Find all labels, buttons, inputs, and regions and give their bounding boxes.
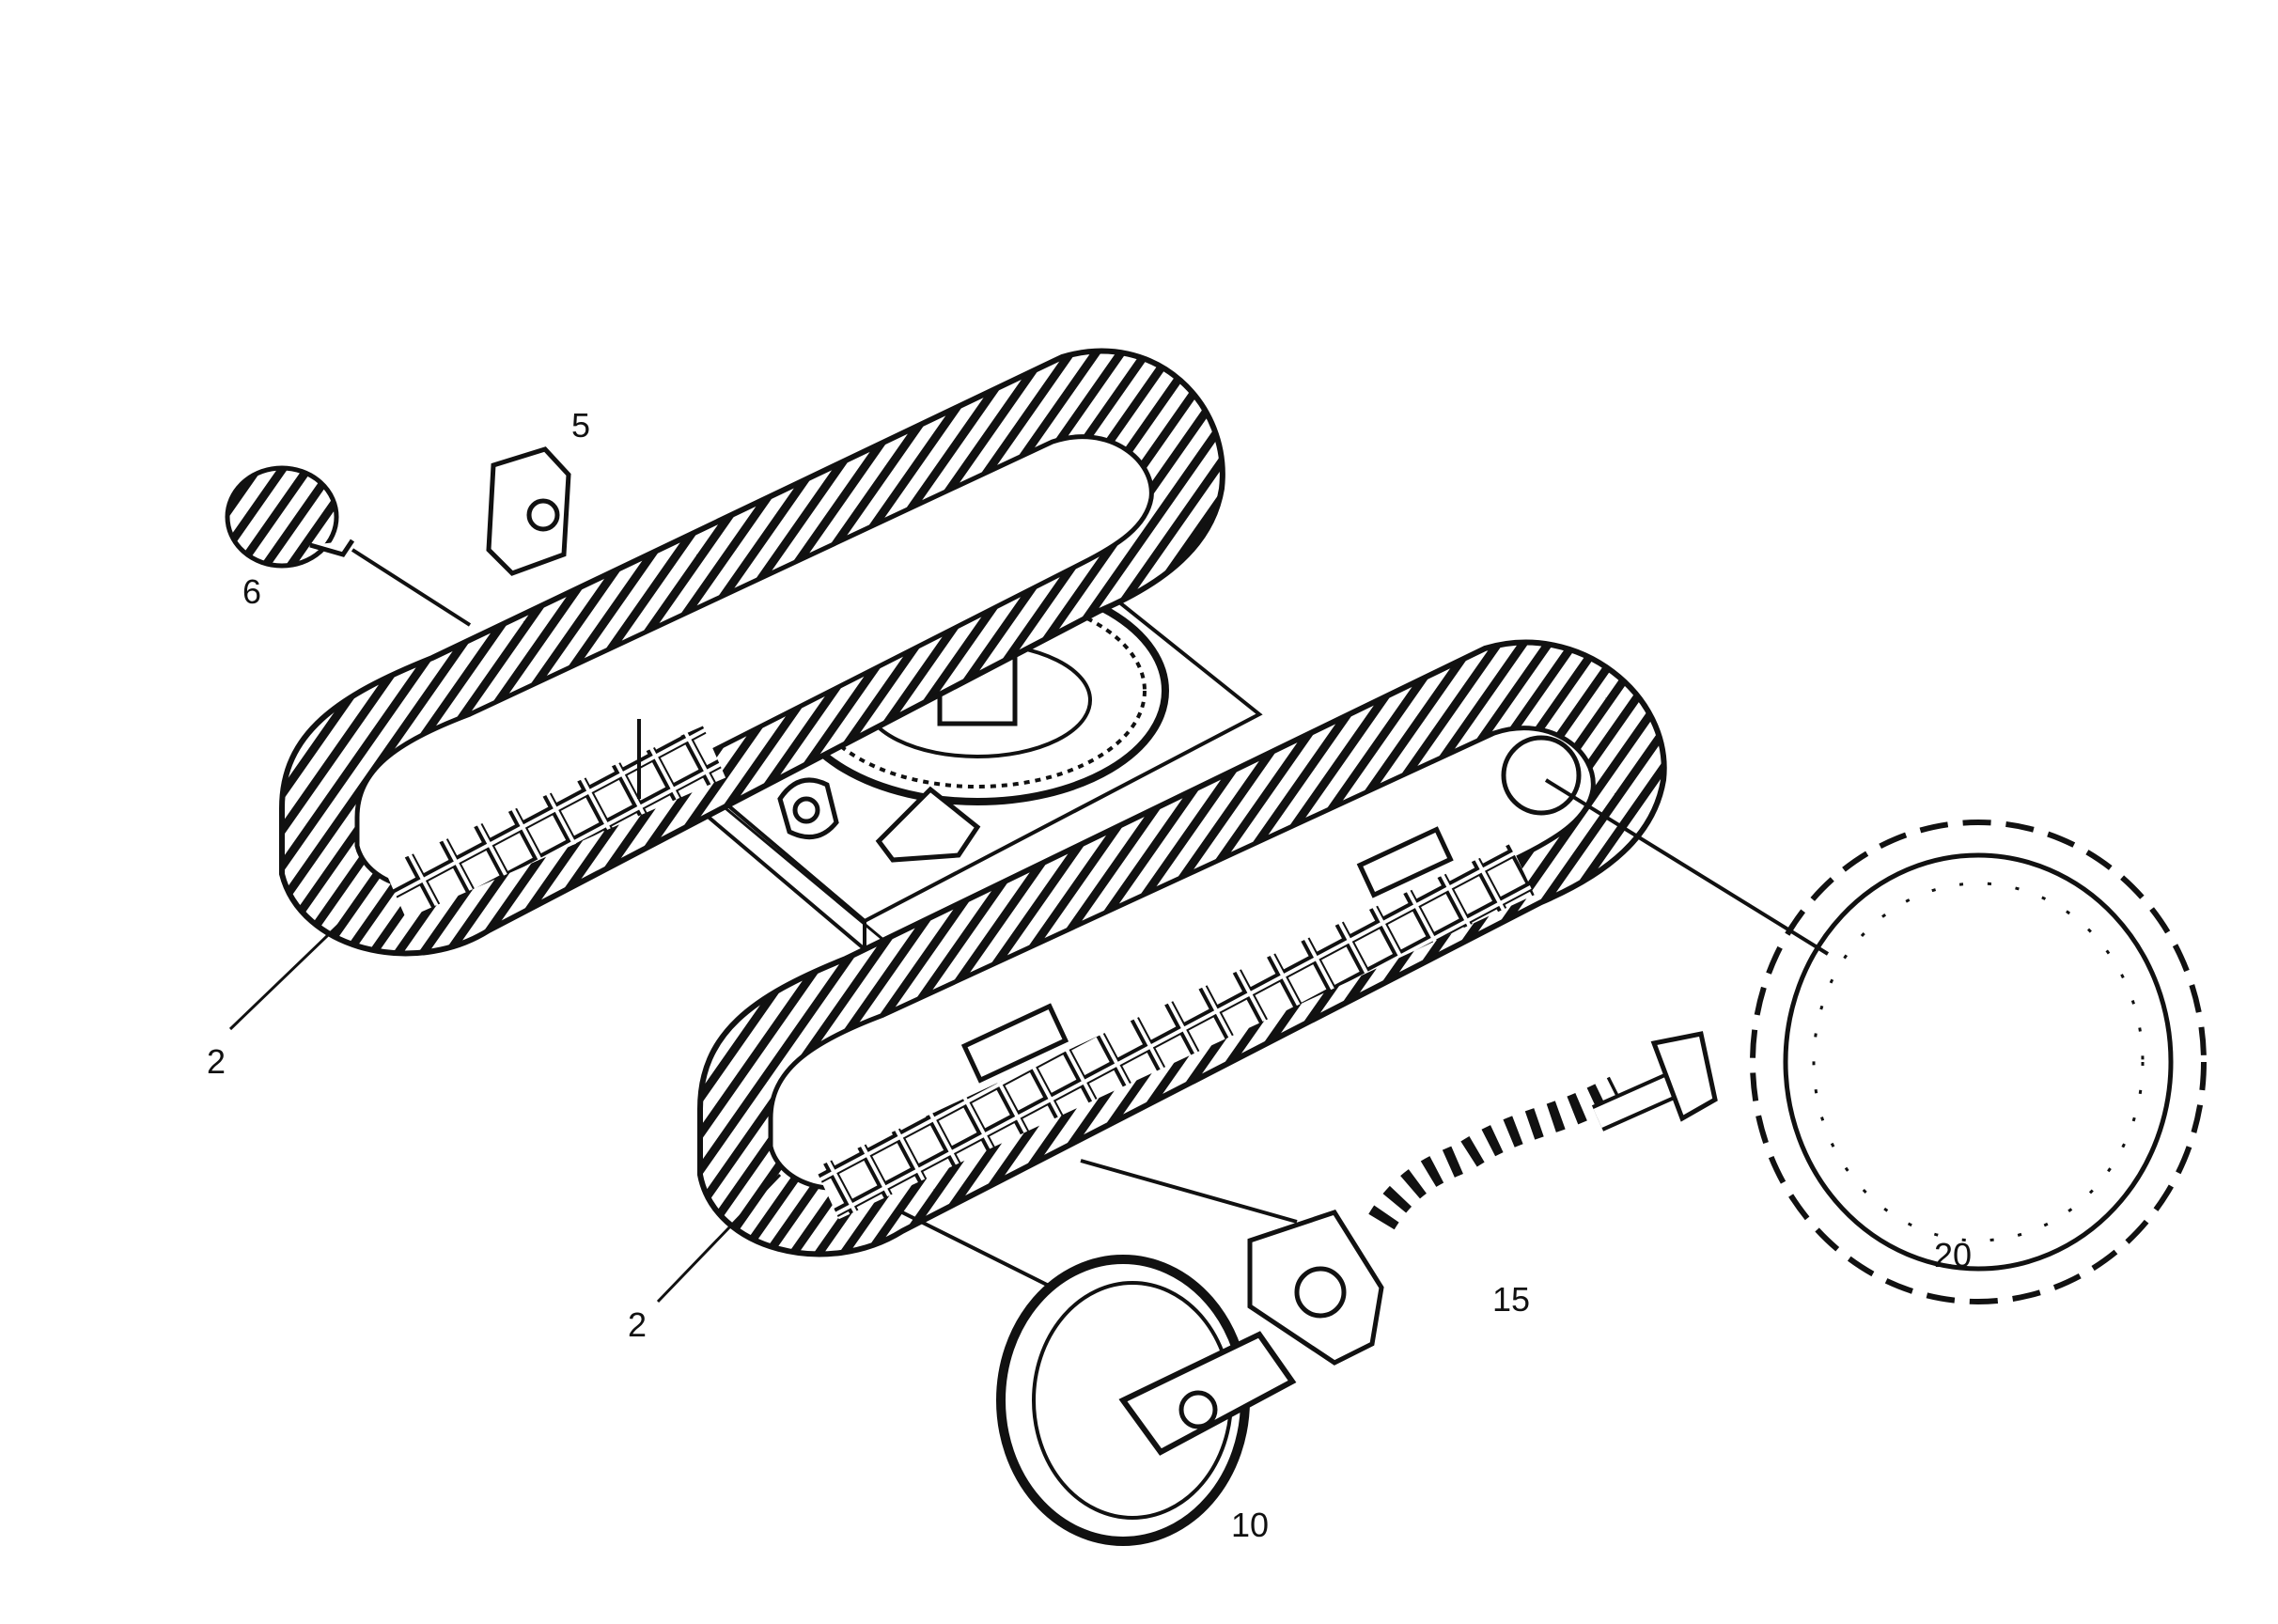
right-track-assembly xyxy=(697,639,1667,1257)
label-part-6: 6 xyxy=(242,572,262,611)
label-part-2-right: 2 xyxy=(628,1305,648,1344)
label-part-15: 15 xyxy=(1492,1280,1531,1319)
label-part-20: 20 xyxy=(1934,1236,1973,1274)
carrier-roller-part xyxy=(486,446,571,576)
leader-lines xyxy=(228,910,782,1304)
label-part-5: 5 xyxy=(571,406,591,445)
label-part-2-left: 2 xyxy=(207,1042,226,1081)
front-idler-part xyxy=(901,1210,1297,1546)
label-part-10: 10 xyxy=(1231,1506,1270,1544)
track-roller-part xyxy=(225,465,472,627)
left-track-assembly xyxy=(279,348,1225,957)
drive-sprocket-part xyxy=(1544,778,2207,1304)
track-adjuster-part xyxy=(1080,1031,1718,1366)
lifting-lug xyxy=(777,777,981,863)
